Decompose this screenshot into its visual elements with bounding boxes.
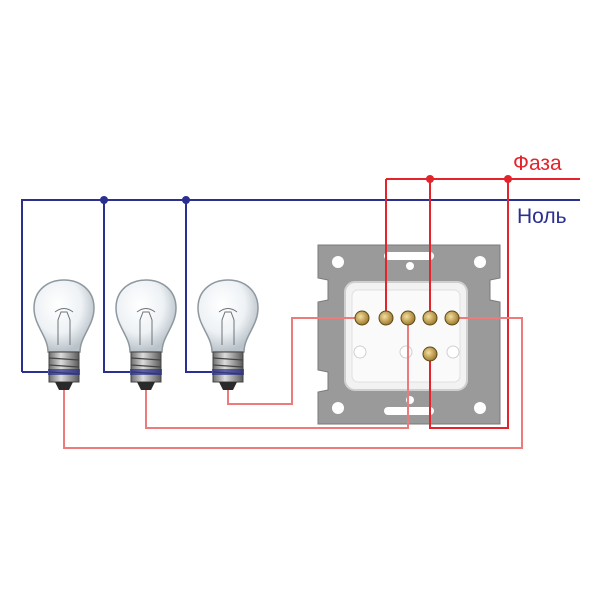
neutral-bus-line [21, 199, 580, 372]
switched-line-bulb-2 [145, 318, 409, 429]
bulb-contact [219, 382, 237, 390]
switch-face [351, 289, 461, 383]
terminal-screw [422, 346, 438, 362]
bulb-contact [55, 382, 73, 390]
light-bulb-3 [197, 279, 259, 390]
terminal-socket [353, 345, 367, 359]
neutral-drop-bulb-2 [103, 200, 130, 373]
switched-line-bulb-1 [63, 317, 523, 449]
bulb-filament-wire [136, 308, 156, 313]
bulb-glass [33, 279, 95, 353]
plate-hole [332, 256, 344, 268]
terminal-screw [400, 310, 416, 326]
terminal-socket [399, 345, 413, 359]
switched-line-bulb-3 [227, 317, 362, 405]
terminal-screw [378, 310, 394, 326]
terminal-screw [444, 310, 460, 326]
plate-hole [406, 262, 414, 270]
phase-feed-3 [429, 179, 509, 429]
terminal-socket [446, 345, 460, 359]
light-bulb-2 [115, 279, 177, 390]
neutral-drop-bulb-3 [185, 200, 212, 373]
plate-hole [474, 256, 486, 268]
bulb-filament [221, 311, 235, 345]
phase-label: Фаза [513, 152, 562, 175]
switched-wiring [63, 317, 523, 449]
phase-junction [426, 175, 434, 183]
bulb-contact [137, 382, 155, 390]
phase-wiring [385, 178, 580, 429]
switch-terminals [354, 310, 460, 362]
neutral-label: Ноль [517, 205, 567, 228]
bulb-filament [57, 311, 71, 345]
neutral-wiring [21, 199, 580, 373]
neutral-junction [100, 196, 108, 204]
bulb-filament-wire [218, 308, 238, 313]
plate-slot [384, 252, 434, 260]
plate-hole [474, 402, 486, 414]
bulb-filament [139, 311, 153, 345]
light-bulb-1 [33, 279, 95, 390]
bulb-filament-wire [54, 308, 74, 313]
plate-hole [332, 402, 344, 414]
terminal-screw [354, 310, 370, 326]
terminal-screw [422, 310, 438, 326]
bulb-glass [197, 279, 259, 353]
switch-frame [317, 244, 501, 425]
phase-junction [504, 175, 512, 183]
bulb-glass [115, 279, 177, 353]
neutral-junction [182, 196, 190, 204]
